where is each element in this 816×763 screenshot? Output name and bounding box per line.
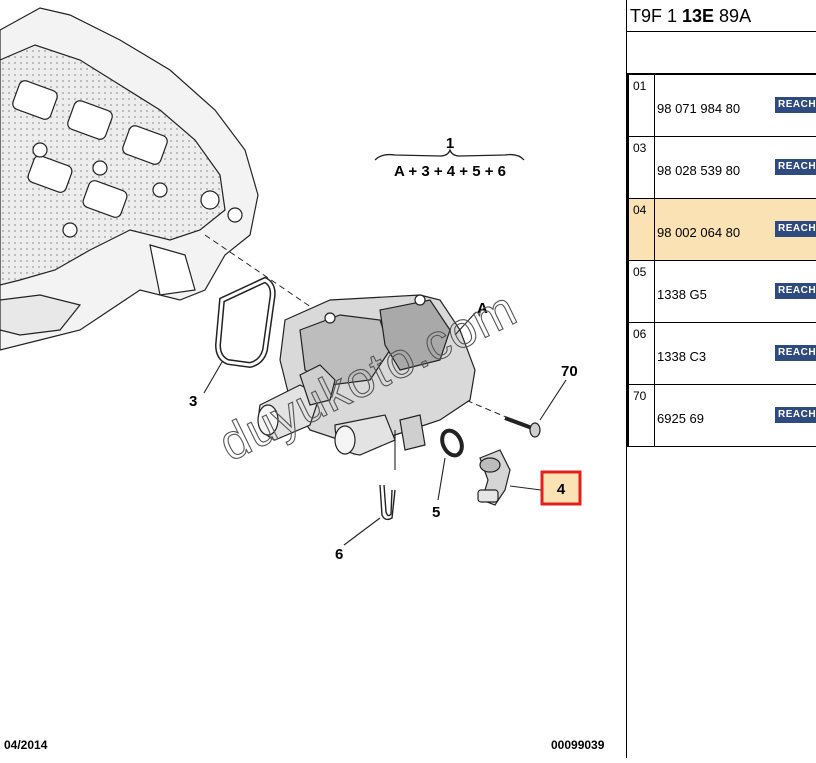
footer-date: 04/2014: [4, 738, 48, 752]
part-row-selected[interactable]: 04 98 002 064 80 REACH: [627, 199, 816, 261]
panel-title-prefix: T9F 1: [630, 6, 683, 26]
part-index: 05: [633, 265, 647, 279]
cylinder-head-drawing: [0, 7, 259, 351]
panel-title-suffix: 89A: [714, 6, 752, 26]
part-index: 06: [633, 327, 647, 341]
reach-badge[interactable]: REACH: [775, 283, 816, 299]
row-divider: [654, 261, 655, 322]
callout-a: A: [477, 300, 488, 317]
callout-5: 5: [432, 504, 440, 521]
part-number[interactable]: 98 028 539 80: [657, 163, 741, 178]
part-row[interactable]: 06 1338 C3 REACH: [627, 323, 816, 385]
part-number[interactable]: 1338 C3: [657, 349, 707, 364]
assembly-number: 1: [446, 135, 454, 152]
panel-header-spacer: [627, 33, 816, 75]
temperature-sensor-part-4: [477, 449, 511, 506]
panel-title: T9F 1 13E 89A: [627, 0, 816, 32]
part-row[interactable]: 05 1338 G5 REACH: [627, 261, 816, 323]
bolt-part-70: [504, 416, 541, 438]
part-number[interactable]: 98 071 984 80: [657, 101, 741, 116]
part-row[interactable]: 70 6925 69 REACH: [627, 385, 816, 447]
row-divider: [654, 323, 655, 384]
row-divider: [654, 75, 655, 136]
highlight-box-callout-4[interactable]: [540, 470, 582, 506]
reach-badge[interactable]: REACH: [775, 407, 816, 423]
leader-lines: [203, 311, 567, 546]
diagram-canvas: 1 A + 3 + 4 + 5 + 6 A 3 70 5 6 4 duyukot…: [0, 7, 582, 563]
retaining-clip-part-6: [379, 484, 396, 521]
row-divider: [654, 385, 655, 446]
reach-badge[interactable]: REACH: [775, 97, 816, 113]
gasket-part-3: [214, 276, 276, 369]
assembly-formula: A + 3 + 4 + 5 + 6: [394, 163, 506, 180]
part-number[interactable]: 1338 G5: [657, 287, 707, 302]
exploded-parts-diagram: 1 A + 3 + 4 + 5 + 6 A 3 70 5 6 4 duyukot…: [0, 7, 605, 752]
footer-code: 00099039: [551, 738, 605, 752]
part-index: 01: [633, 79, 647, 93]
callout-70: 70: [561, 363, 578, 380]
row-divider: [654, 137, 655, 198]
part-number[interactable]: 98 002 064 80: [657, 225, 741, 240]
assembly-bracket: [374, 147, 525, 161]
row-divider: [654, 199, 655, 260]
parts-list: 01 98 071 984 80 REACH 03 98 028 539 80 …: [627, 75, 816, 447]
panel-title-bold: 13E: [682, 6, 715, 26]
part-index: 70: [633, 389, 647, 403]
part-row[interactable]: 01 98 071 984 80 REACH: [627, 75, 816, 137]
callout-4: 4: [557, 481, 566, 498]
parts-panel: T9F 1 13E 89A 01 98 071 984 80 REACH 03 …: [626, 0, 816, 758]
thermostat-housing-part-a: [257, 294, 476, 456]
callout-3: 3: [189, 393, 197, 410]
part-index: 03: [633, 141, 647, 155]
reach-badge[interactable]: REACH: [775, 345, 816, 361]
reach-badge[interactable]: REACH: [775, 159, 816, 175]
reach-badge[interactable]: REACH: [775, 221, 816, 237]
part-row[interactable]: 03 98 028 539 80 REACH: [627, 137, 816, 199]
part-number[interactable]: 6925 69: [657, 411, 704, 426]
part-index: 04: [633, 203, 647, 217]
o-ring-part-5: [440, 428, 464, 458]
callout-6: 6: [335, 546, 343, 563]
